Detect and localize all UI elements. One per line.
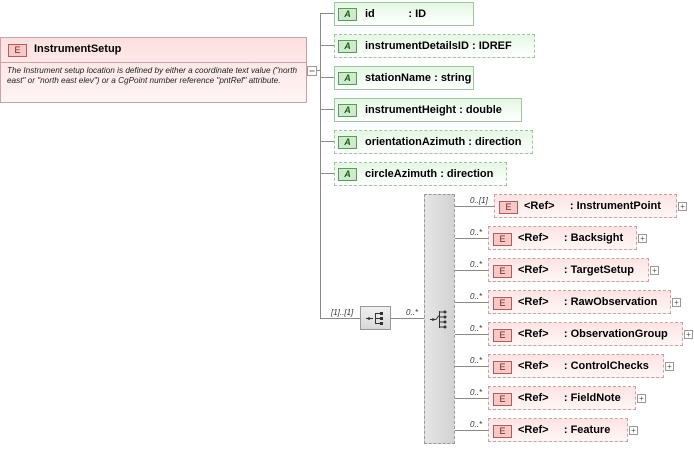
- attribute-badge-icon: A: [338, 104, 357, 117]
- element-badge-icon: E: [493, 425, 512, 438]
- element-documentation: The Instrument setup location is defined…: [7, 66, 298, 85]
- attribute-instrument-details-id[interactable]: A instrumentDetailsID : IDREF: [334, 34, 535, 58]
- child-cardinality: 0..*: [470, 292, 483, 301]
- child-instrument-point[interactable]: E <Ref> : InstrumentPoint: [494, 194, 677, 218]
- expand-icon[interactable]: +: [678, 202, 687, 211]
- element-badge-icon: E: [493, 233, 512, 246]
- child-observation-group[interactable]: E <Ref> : ObservationGroup: [488, 322, 683, 346]
- expand-icon[interactable]: +: [650, 266, 659, 275]
- child-label: <Ref> : ObservationGroup: [518, 328, 668, 340]
- child-raw-observation[interactable]: E <Ref> : RawObservation: [488, 290, 671, 314]
- instrument-setup-element[interactable]: E InstrumentSetup The Instrument setup l…: [0, 37, 307, 103]
- element-badge-icon: E: [493, 361, 512, 374]
- element-badge-icon: E: [8, 44, 27, 57]
- child-label: <Ref> : Backsight: [518, 232, 624, 244]
- attribute-label: stationName : string: [365, 72, 472, 84]
- expand-icon[interactable]: +: [684, 330, 693, 339]
- child-control-checks[interactable]: E <Ref> : ControlChecks: [488, 354, 664, 378]
- child-label: <Ref> : RawObservation: [518, 296, 658, 308]
- child-label: <Ref> : FieldNote: [518, 392, 621, 404]
- child-label: <Ref> : TargetSetup: [518, 264, 634, 276]
- choice-icon: [430, 310, 447, 329]
- attribute-orientation-azimuth[interactable]: A orientationAzimuth : direction: [334, 130, 533, 154]
- child-target-setup[interactable]: E <Ref> : TargetSetup: [488, 258, 649, 282]
- choice-compositor[interactable]: [424, 194, 455, 444]
- attribute-circle-azimuth[interactable]: A circleAzimuth : direction: [334, 162, 507, 186]
- child-cardinality: 0..*: [470, 356, 483, 365]
- child-feature[interactable]: E <Ref> : Feature: [488, 418, 628, 442]
- attribute-station-name[interactable]: A stationName : string: [334, 66, 474, 90]
- child-cardinality: 0..*: [470, 324, 483, 333]
- child-field-note[interactable]: E <Ref> : FieldNote: [488, 386, 636, 410]
- element-name: InstrumentSetup: [34, 43, 122, 55]
- attribute-label: orientationAzimuth : direction: [365, 136, 522, 148]
- attribute-instrument-height[interactable]: A instrumentHeight : double: [334, 98, 522, 122]
- sequence-icon: [366, 312, 383, 325]
- expand-icon[interactable]: +: [665, 362, 674, 371]
- child-label: <Ref> : InstrumentPoint: [524, 200, 661, 212]
- child-backsight[interactable]: E <Ref> : Backsight: [488, 226, 637, 250]
- attribute-badge-icon: A: [338, 136, 357, 149]
- child-label: <Ref> : Feature: [518, 424, 611, 436]
- child-cardinality: 0..*: [470, 260, 483, 269]
- expand-icon[interactable]: +: [629, 426, 638, 435]
- attribute-label: id : ID: [365, 8, 427, 20]
- expand-icon[interactable]: +: [672, 298, 681, 307]
- choice-cardinality: 0..*: [406, 308, 419, 317]
- element-badge-icon: E: [499, 201, 518, 214]
- attribute-label: instrumentDetailsID : IDREF: [365, 40, 512, 52]
- child-cardinality: 0..*: [470, 420, 483, 429]
- element-header: E InstrumentSetup: [1, 38, 306, 63]
- attribute-label: circleAzimuth : direction: [365, 168, 494, 180]
- child-cardinality: 0..*: [470, 388, 483, 397]
- expand-icon[interactable]: +: [637, 394, 646, 403]
- sequence-cardinality: [1]..[1]: [331, 308, 354, 317]
- child-cardinality: 0..[1]: [470, 196, 488, 205]
- element-badge-icon: E: [493, 297, 512, 310]
- attribute-badge-icon: A: [338, 168, 357, 181]
- attribute-badge-icon: A: [338, 40, 357, 53]
- attribute-label: instrumentHeight : double: [365, 104, 502, 116]
- sequence-compositor[interactable]: [360, 306, 391, 330]
- child-cardinality: 0..*: [470, 228, 483, 237]
- attribute-badge-icon: A: [338, 8, 357, 21]
- element-badge-icon: E: [493, 329, 512, 342]
- expand-icon[interactable]: +: [638, 234, 647, 243]
- child-label: <Ref> : ControlChecks: [518, 360, 649, 372]
- element-badge-icon: E: [493, 265, 512, 278]
- attribute-badge-icon: A: [338, 72, 357, 85]
- element-badge-icon: E: [493, 393, 512, 406]
- attribute-id[interactable]: A id : ID: [334, 2, 474, 26]
